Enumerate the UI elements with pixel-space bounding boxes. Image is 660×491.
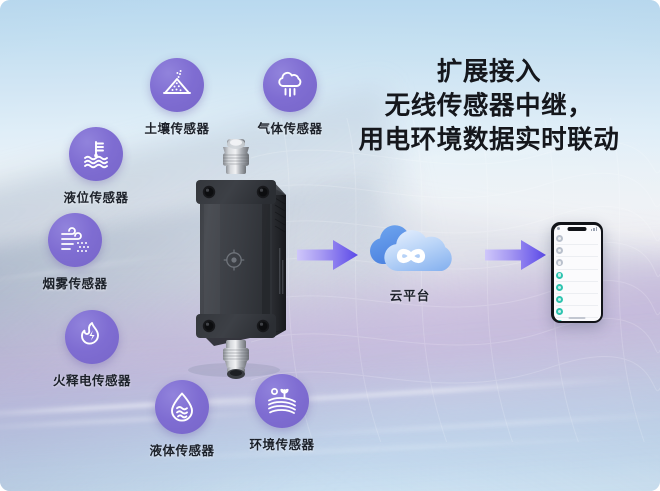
sensor-label: 液位传感器 [63,191,129,205]
headline: 扩展接入 无线传感器中继， 用电环境数据实时联动 [328,56,650,158]
sensor-label: 烟雾传感器 [42,277,108,291]
flame-bolt-icon [65,310,119,364]
status-ok-icon [556,308,563,316]
list-item[interactable] [556,233,598,246]
liquid-level-gauge-icon [69,127,123,181]
phone-screen [553,224,601,321]
soil-mound-icon [150,58,204,112]
landscape-field-icon [255,374,309,428]
sensor-node-gas[interactable]: 气体传感器 [242,58,338,137]
headline-line-3: 用电环境数据实时联动 [358,125,620,154]
flow-arrow-device-to-cloud [297,238,359,272]
flow-arrow-cloud-to-phone [485,238,547,272]
cloud-platform-label: 云平台 [389,289,431,303]
cloud-platform[interactable]: 云平台 [355,214,465,304]
bottom-cable-gland [223,340,249,379]
headline-line-1: 扩展接入 [436,58,542,86]
sensor-label: 火释电传感器 [52,374,131,388]
phone-status-bar [554,225,601,234]
sensor-node-liquid[interactable]: 液体传感器 [134,380,230,459]
sensor-node-smoke[interactable]: 烟雾传感器 [27,213,123,292]
list-item[interactable] [556,245,598,258]
device-emblem [223,249,245,271]
sensor-node-fire[interactable]: 火释电传感器 [44,310,140,389]
phone-notch [567,226,587,231]
signal-icon [591,226,597,231]
top-cable-gland [223,139,249,174]
smartphone-app-preview[interactable] [551,222,603,323]
smoke-wind-icon [48,213,102,267]
list-item[interactable] [556,270,598,282]
wireless-sensor-relay-device[interactable] [176,134,296,384]
water-drop-icon [155,380,209,434]
sensor-label: 气体传感器 [257,122,323,136]
sensor-label: 土壤传感器 [144,122,210,136]
status-ok-icon [556,271,563,279]
sensor-label: 环境传感器 [249,438,315,452]
phone-alert-list[interactable] [554,233,601,321]
sensor-node-environment[interactable]: 环境传感器 [234,374,330,453]
alert-icon [556,247,563,255]
sensor-node-liquid-level[interactable]: 液位传感器 [48,127,144,206]
list-item[interactable] [556,282,598,294]
back-icon [557,227,560,231]
list-item[interactable] [556,294,598,307]
sensor-node-soil[interactable]: 土壤传感器 [129,58,225,137]
gas-cloud-icon [263,58,317,112]
alert-icon [556,235,563,243]
list-item[interactable] [556,318,598,321]
list-item[interactable] [556,257,598,270]
sensor-label: 液体传感器 [149,444,215,458]
status-ok-icon [556,283,563,291]
home-indicator [568,316,586,319]
cloud-infinity-icon [370,225,452,272]
alert-icon [556,259,563,267]
status-ok-icon [556,296,563,304]
headline-line-2: 无线传感器中继， [384,91,594,120]
